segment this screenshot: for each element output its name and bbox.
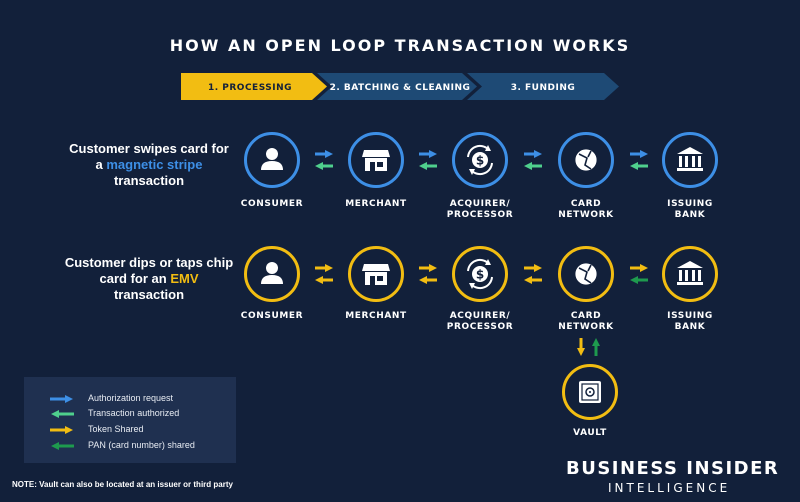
row-2-caption: Customer dips or taps chip card for an E… [64,255,234,303]
brand-logo-line-2: INTELLIGENCE [608,481,731,495]
row-2-caption-highlight: EMV [170,271,199,286]
row-2-merchant-node [348,246,404,302]
row-1-consumer-label: CONSUMER [240,199,304,209]
step-banner: 1. PROCESSING 2. BATCHING & CLEANING 3. … [181,73,619,100]
row-1-arrow-pair-3 [524,150,542,170]
storefront-icon [362,150,390,171]
svg-text:$: $ [476,268,484,282]
dollar-exchange-icon: $ [467,258,493,290]
step-1-chevron[interactable] [181,73,327,100]
row-1-arrow-pair-2 [419,150,437,170]
row-1-caption-pre: Customer swipes card for a [69,141,229,172]
row-1-caption-highlight: magnetic stripe [106,157,203,172]
safe-icon [579,381,601,403]
legend-arrow-left-icon [51,442,74,450]
legend-item-transaction-authorized: Transaction authorized [24,407,236,421]
legend-item-authorization-request: Authorization request [24,392,236,406]
person-icon [261,148,283,170]
legend-text: Token Shared [88,424,144,434]
legend-item-token-shared: Token Shared [24,423,236,437]
row-2-caption-pre: Customer dips or taps chip card for an [64,255,234,286]
legend-text: Authorization request [88,393,174,403]
bank-icon [677,147,703,171]
legend: Authorization request Transaction author… [24,377,236,463]
legend-text: PAN (card number) shared [88,440,195,450]
row-1-arrow-pair-1 [315,150,333,170]
globe-icon [574,262,598,286]
row-1-issuing-bank-node [662,132,718,188]
globe-icon [574,148,598,172]
row-1-card-network-label: CARD NETWORK [558,199,614,220]
row-1-consumer-node [244,132,300,188]
row-1-acquirer-node: $ [452,132,508,188]
row-1-caption-post: transaction [113,173,185,188]
footnote: NOTE: Vault can also be located at an is… [12,480,233,489]
legend-item-pan-shared: PAN (card number) shared [24,439,236,453]
storefront-icon [362,264,390,285]
legend-text: Transaction authorized [88,408,180,418]
step-3-label: 3. FUNDING [511,83,576,93]
step-2-chevron[interactable] [317,73,477,100]
brand-logo-line-1: BUSINESS INSIDER [566,458,780,479]
row-2-arrow-pair-1 [315,264,333,284]
row-1-arrow-pair-4 [630,150,648,170]
vault-label: VAULT [573,428,607,438]
svg-text:$: $ [476,154,484,168]
vault-node [562,364,618,420]
row-2-card-network-label: CARD NETWORK [558,311,614,332]
row-2-caption-post: transaction [113,287,185,302]
row-2-issuing-bank-node [662,246,718,302]
row-2-acquirer-label: ACQUIRER/ PROCESSOR [446,311,514,332]
row-2-issuing-bank-label: ISSUING BANK [667,311,713,332]
step-3-chevron[interactable] [467,73,619,100]
person-icon [261,262,283,284]
page-title: HOW AN OPEN LOOP TRANSACTION WORKS [169,36,631,55]
legend-arrow-left-icon [51,410,74,418]
row-2-arrow-pair-4 [630,264,648,284]
row-1-card-network-node [558,132,614,188]
vault-arrow-pair [577,338,600,356]
row-2-consumer-node [244,246,300,302]
step-2-label: 2. BATCHING & CLEANING [330,83,471,93]
row-2-consumer-label: CONSUMER [240,311,304,321]
legend-arrow-right-icon [50,395,73,403]
row-2-card-network-node [558,246,614,302]
step-1-label: 1. PROCESSING [208,83,292,93]
row-1-caption: Customer swipes card for a magnetic stri… [64,141,234,189]
row-1-merchant-node [348,132,404,188]
row-2-acquirer-node: $ [452,246,508,302]
row-2-merchant-label: MERCHANT [345,311,407,321]
dollar-exchange-icon: $ [467,144,493,176]
row-1-merchant-label: MERCHANT [345,199,407,209]
bank-icon [677,261,703,285]
row-2-arrow-pair-2 [419,264,437,284]
legend-arrow-right-icon [50,426,73,434]
row-1-acquirer-label: ACQUIRER/ PROCESSOR [446,199,514,220]
row-1-issuing-bank-label: ISSUING BANK [667,199,713,220]
row-2-arrow-pair-3 [524,264,542,284]
